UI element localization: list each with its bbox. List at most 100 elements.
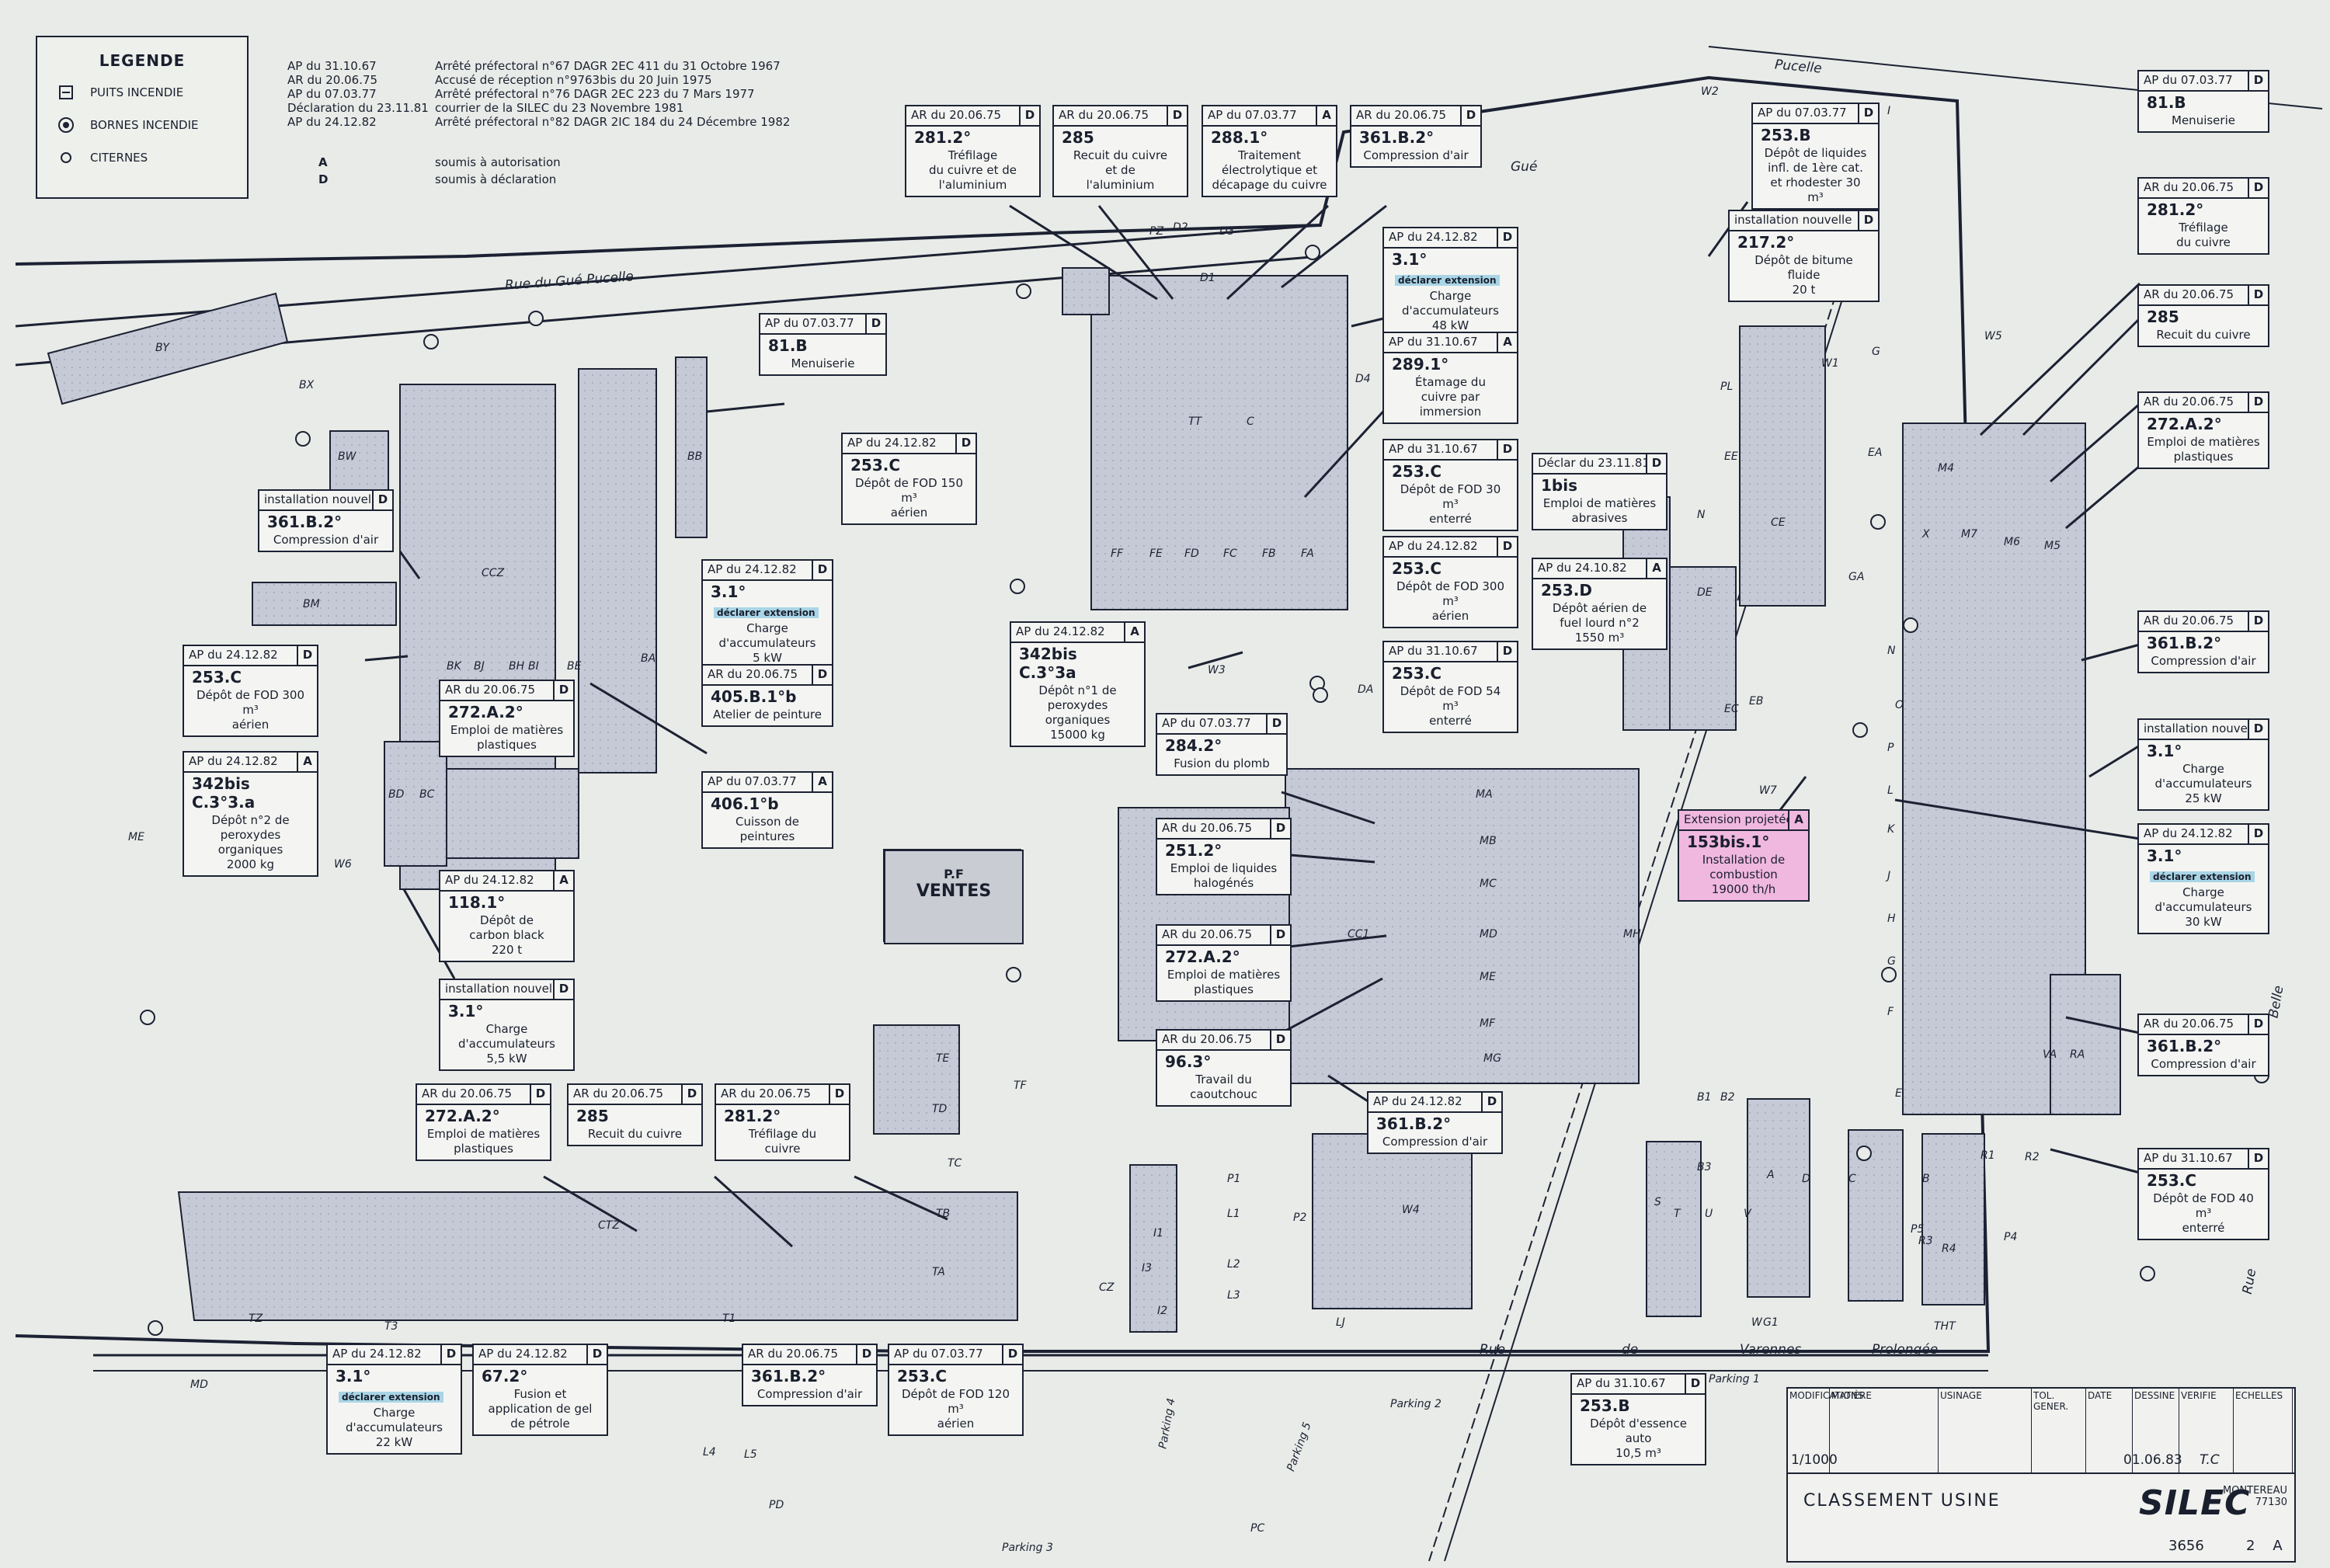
label-description: Traitement: [1238, 148, 1301, 162]
label-description: application de gel: [488, 1402, 593, 1416]
label-code: 272.A.2°: [1165, 947, 1240, 966]
sheet-number: 2 A: [2246, 1538, 2283, 1554]
drawing-title: CLASSEMENT USINE: [1803, 1491, 2001, 1511]
building-code: LJ: [1336, 1316, 1345, 1329]
building-code: W3: [1208, 664, 1226, 676]
building-code: TE: [936, 1052, 950, 1065]
building-code: P: [1887, 742, 1894, 754]
building-code: W5: [1984, 330, 2002, 342]
building-code: TZ: [249, 1312, 263, 1325]
label-reference: AR du 20.06.75: [1162, 927, 1253, 941]
label-reference: AR du 20.06.75: [573, 1086, 664, 1100]
label-description: l'aluminium: [1086, 178, 1155, 192]
building-code: BI: [528, 660, 539, 673]
street-label: Varennes: [1740, 1342, 1802, 1358]
label-regime: D: [1019, 106, 1039, 125]
label-reference: AP du 24.12.82: [1389, 539, 1478, 553]
label-description: Tréfilage du: [748, 1127, 817, 1141]
building-code: EA: [1868, 447, 1883, 459]
drawing-number: 3656: [2168, 1538, 2204, 1554]
building-code: E: [1895, 1087, 1902, 1100]
label-reference: AR du 20.06.75: [748, 1347, 839, 1361]
header-cell: MATIÈRE: [1830, 1389, 1939, 1472]
label-code: 361.B.2°: [1359, 128, 1435, 147]
building-code: EC: [1724, 703, 1739, 715]
label-description: Dépôt de: [480, 913, 534, 927]
label-description: de pétrole: [510, 1417, 570, 1431]
building-code: L5: [744, 1448, 757, 1461]
label-description: enterré: [1429, 714, 1472, 728]
label-description: 48 kW: [1431, 318, 1469, 332]
building-code: C: [1247, 415, 1254, 428]
label-description: Compression d'air: [1382, 1135, 1488, 1149]
label-description: d'accumulateurs: [346, 1420, 443, 1434]
label-regime: D: [530, 1085, 550, 1104]
label-code: 253.C: [2147, 1171, 2197, 1190]
building-code: T3: [384, 1320, 398, 1333]
label-description: Charge: [485, 1022, 528, 1036]
label-regime: D: [1167, 106, 1187, 125]
label-description: Installation de: [1702, 853, 1786, 867]
label-code: 3.1°déclarer extension: [2139, 845, 2268, 885]
label-code: 96.3°: [1165, 1052, 1212, 1071]
building-W4: [1312, 1133, 1473, 1309]
label-reference: AP du 24.12.82: [189, 754, 278, 768]
label-regime: D: [829, 1085, 849, 1104]
label-reference: AP du 07.03.77: [708, 774, 797, 788]
label-code: 3.1°: [2147, 742, 2182, 760]
label-description: Dépôt de FOD 30 m³: [1400, 482, 1501, 511]
building-code: ME: [1480, 971, 1496, 983]
scale: 1/1000: [1791, 1452, 1838, 1468]
label-description: combustion: [1709, 867, 1778, 881]
label-description: plastiques: [2173, 450, 2234, 464]
label-description: Fusion et: [513, 1387, 567, 1401]
building-code: D3: [1219, 225, 1235, 238]
label-description: plastiques: [1194, 982, 1254, 996]
label-reference: AP du 24.12.82: [478, 1347, 568, 1361]
label-code: 361.B.2°: [1376, 1114, 1452, 1133]
header-cell: DESSINE: [2133, 1389, 2179, 1472]
label-description: aérien: [231, 718, 270, 732]
label-description: Dépôt de FOD 150 m³: [854, 476, 964, 505]
label-code: 342bis C.3°3a: [1019, 645, 1077, 682]
label-regime: D: [2248, 71, 2268, 90]
label-regime: D: [2248, 825, 2268, 843]
label-description: Cuisson de peintures: [736, 815, 799, 843]
label-code: 289.1°: [1392, 355, 1449, 374]
building-code: MA: [1476, 788, 1493, 801]
label-code: 3.1°déclarer extension: [1384, 249, 1517, 289]
building-code: PC: [1250, 1522, 1265, 1535]
extension-badge: déclarer extension: [2150, 871, 2255, 882]
label-description: Étamage du: [1415, 375, 1486, 389]
label-regime: D: [865, 315, 885, 333]
label-description: infl. de 1ère cat.: [1768, 161, 1863, 175]
label-reference: AR du 20.06.75: [2144, 395, 2234, 409]
label-description: Recuit du cuivre: [2156, 328, 2251, 342]
label-description: Emploi de liquides: [1170, 861, 1278, 875]
label-reference: AR du 20.06.75: [2144, 614, 2234, 628]
building-code: W6: [334, 858, 352, 871]
label-description: enterré: [1429, 512, 1472, 526]
date: 01.06.83: [2123, 1452, 2182, 1468]
building-code: BW: [338, 450, 356, 463]
building-code: M5: [2044, 540, 2060, 552]
extension-badge: déclarer extension: [714, 607, 819, 618]
building-code: I2: [1157, 1305, 1168, 1317]
label-code: 253.C: [1392, 462, 1442, 481]
label-description: abrasives: [1571, 511, 1628, 525]
building-code: O: [1895, 699, 1904, 711]
building-code: MB: [1480, 835, 1497, 847]
label-description: halogénés: [1193, 876, 1254, 890]
label-regime: D: [1646, 454, 1666, 473]
